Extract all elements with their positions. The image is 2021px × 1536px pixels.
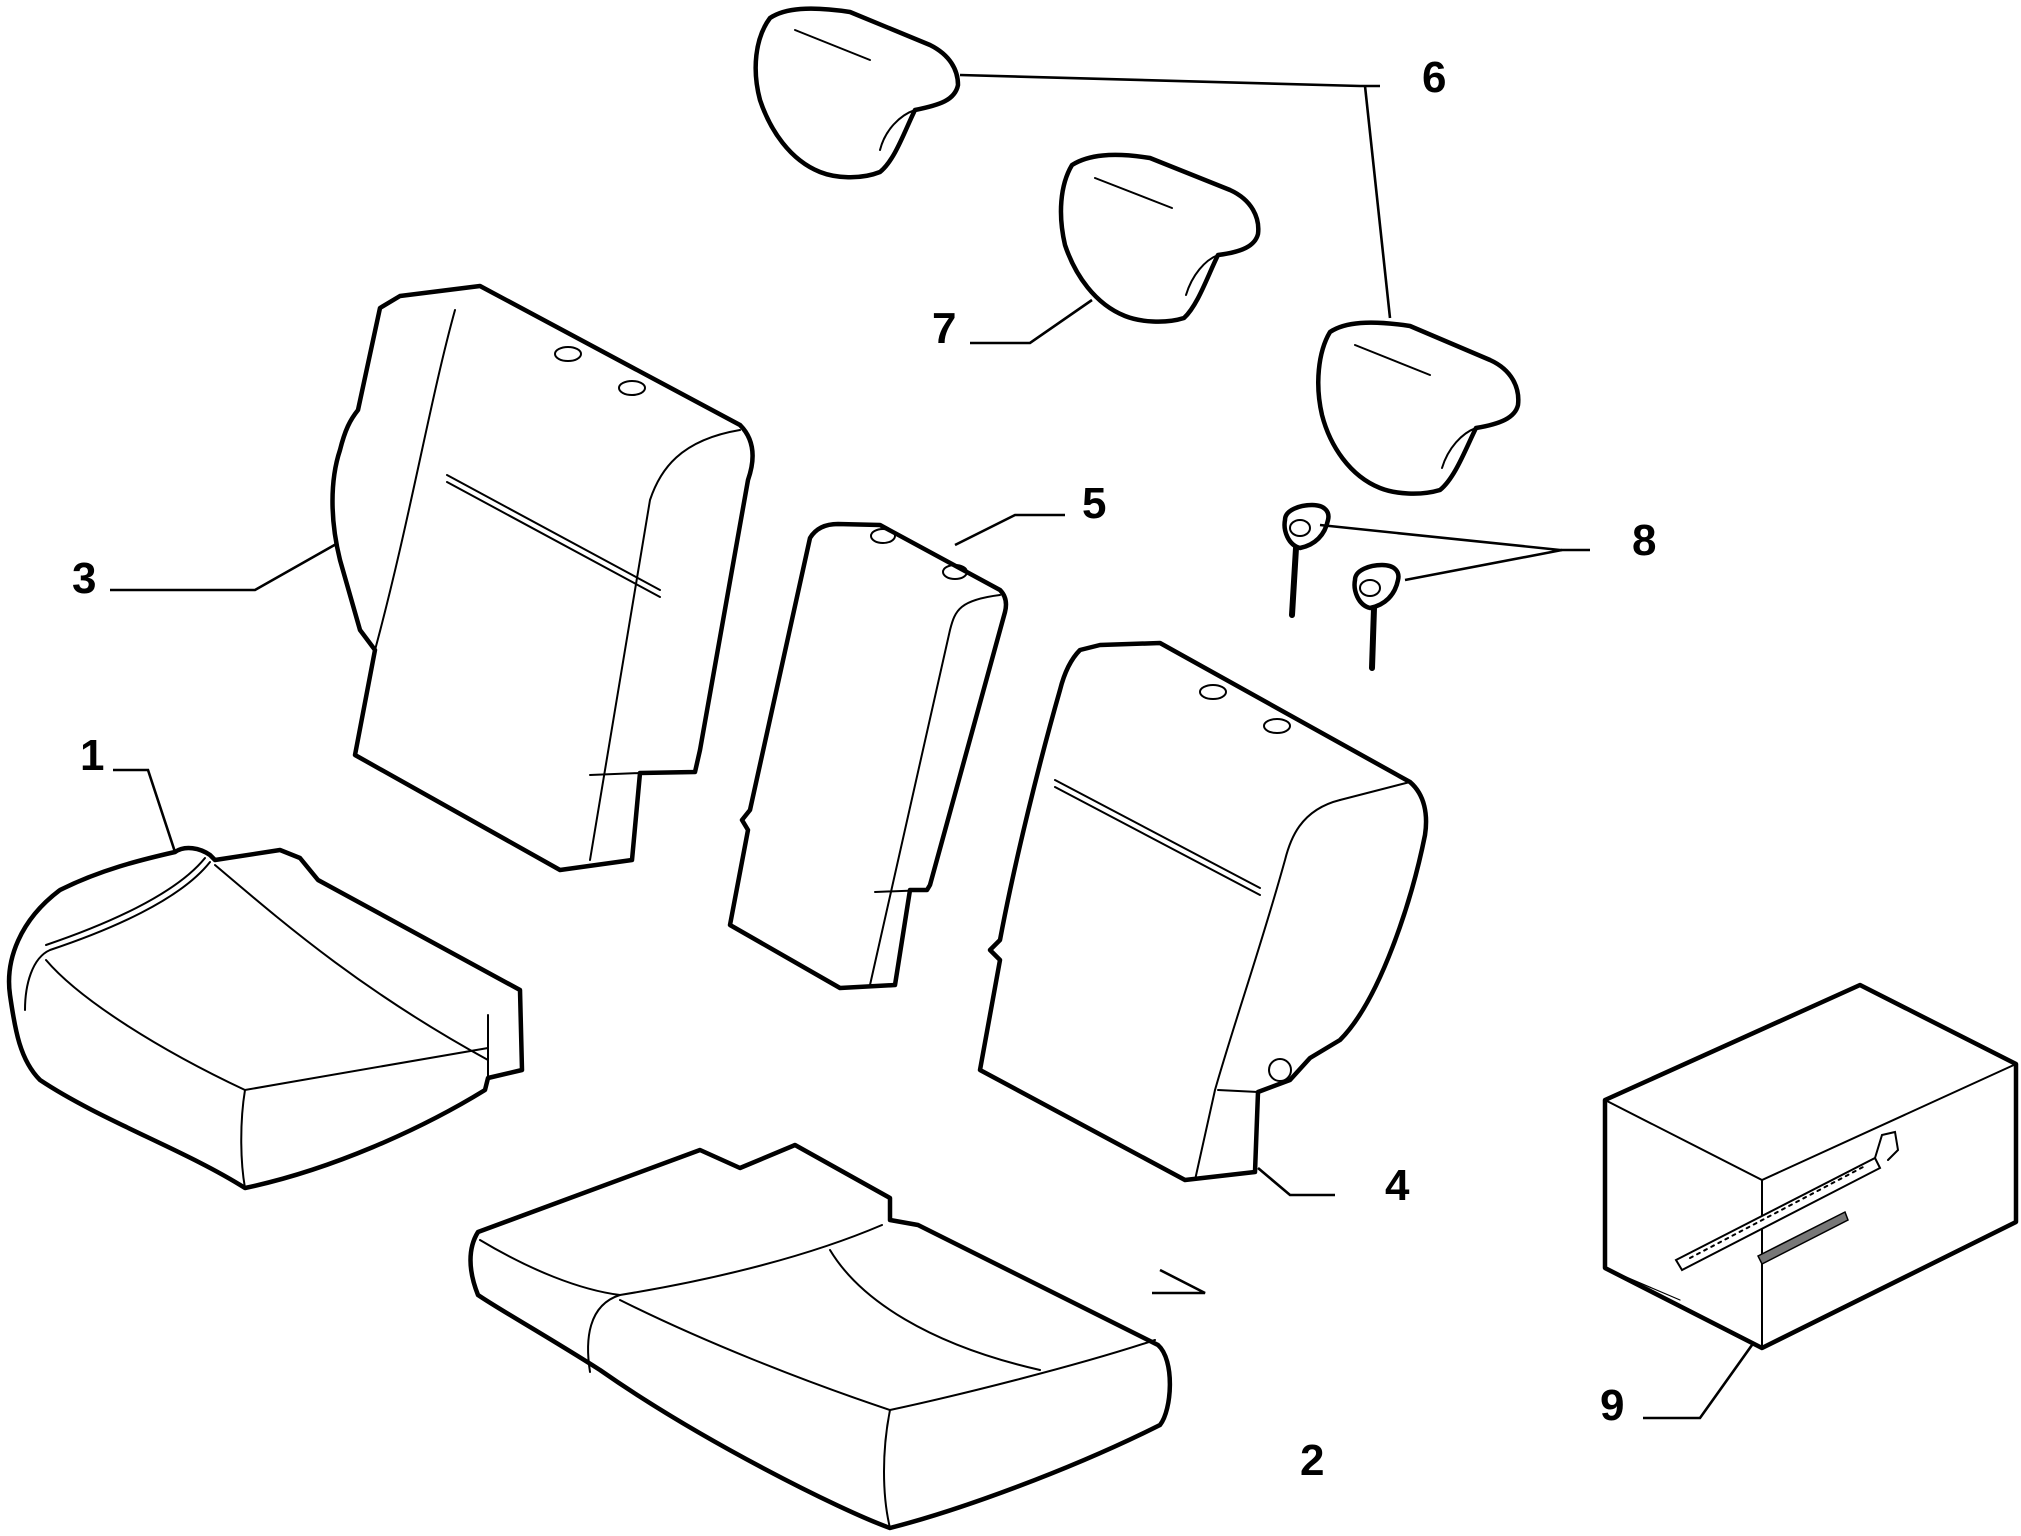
part-7-center-headrest[interactable] — [1058, 152, 1261, 324]
callout-9: 9 — [1600, 1381, 1624, 1430]
part-2-right-seat-cushion[interactable] — [468, 1142, 1173, 1531]
part-5-center-backrest[interactable] — [727, 521, 1009, 991]
callout-3: 3 — [72, 554, 96, 603]
part-9-kit-box[interactable] — [1602, 982, 2019, 1351]
part-8-guide-bushing-upper[interactable] — [1282, 502, 1331, 618]
callout-6: 6 — [1422, 53, 1446, 102]
callout-7: 7 — [932, 304, 956, 353]
part-4-right-backrest[interactable] — [977, 640, 1429, 1183]
callout-labels: 1 2 3 4 5 6 7 8 9 — [72, 53, 1656, 1485]
callout-4: 4 — [1385, 1161, 1410, 1210]
callout-8: 8 — [1632, 516, 1656, 565]
part-6-headrest-upper[interactable] — [753, 6, 961, 180]
callout-1: 1 — [80, 731, 104, 780]
part-8-guide-bushing-lower[interactable] — [1352, 562, 1401, 671]
part-3-left-backrest[interactable] — [330, 283, 755, 873]
part-6-headrest-lower[interactable] — [1316, 320, 1521, 496]
leader-lines — [110, 73, 1754, 1420]
callout-5: 5 — [1082, 479, 1106, 528]
part-1-left-seat-cushion[interactable] — [6, 845, 525, 1191]
callout-2: 2 — [1300, 1436, 1324, 1485]
